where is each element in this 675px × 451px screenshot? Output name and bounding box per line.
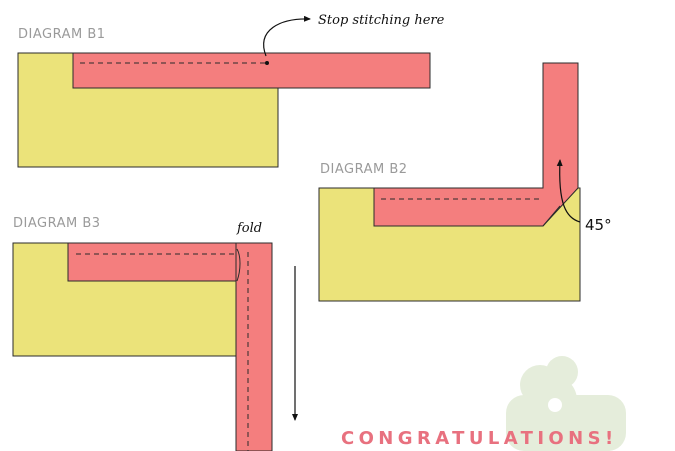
curved-arrow-icon: [263, 15, 311, 57]
binding-strip-b3-horizontal: [67, 242, 237, 282]
binding-strip-b3-vertical: [235, 242, 273, 451]
diagram-b2-label: DIAGRAM B2: [320, 162, 408, 177]
diagram-b1-label: DIAGRAM B1: [18, 27, 106, 42]
binding-strip-b1: [72, 52, 431, 89]
stop-stitching-note: Stop stitching here: [318, 13, 445, 28]
cloud-watermark-icon: [506, 356, 626, 451]
fold-diagonal-b2: [542, 205, 561, 227]
congratulations-banner: CONGRATULATIONS!: [341, 428, 618, 449]
binding-strip-b2: [373, 62, 579, 227]
diagram-b2: DIAGRAM B2 45°: [318, 62, 612, 302]
stop-point-marker: [265, 61, 269, 65]
fold-up-arrow-icon: [556, 159, 581, 223]
diagram-b3-label: DIAGRAM B3: [13, 216, 101, 231]
fold-crease-b3: [236, 248, 241, 282]
diagram-b1: DIAGRAM B1 Stop stitching here: [17, 13, 445, 168]
fold-note: fold: [236, 221, 262, 236]
angle-label: 45°: [585, 216, 612, 234]
diagram-b3: DIAGRAM B3 fold: [12, 216, 298, 451]
